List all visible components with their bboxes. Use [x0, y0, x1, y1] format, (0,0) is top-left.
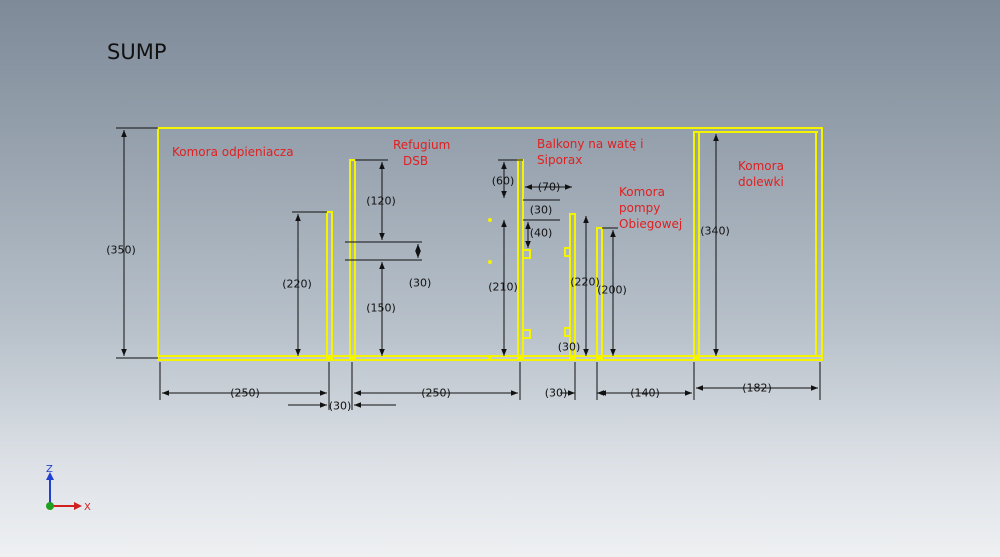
dim-wall-220-right: (220): [570, 275, 600, 289]
label-dolewki-line2: dolewki: [738, 175, 784, 189]
marker-dot: [488, 355, 492, 359]
wall-pompy: [596, 227, 603, 359]
wall-balkony: [517, 159, 524, 359]
wall-pompy-steps: [564, 247, 570, 337]
dim-width-250-mid: (250): [421, 386, 451, 400]
label-pompy-line2: pompy: [619, 201, 661, 215]
wall-pompy-inner: [569, 213, 576, 359]
marker-dot: [488, 260, 492, 264]
dim-balkony-40: (40): [529, 226, 553, 240]
dim-refugium-upper: (120): [366, 194, 396, 208]
marker-dots: [488, 218, 492, 359]
dim-balkony-top: (60): [491, 174, 515, 188]
z-axis-arrow: [46, 472, 54, 480]
dim-dolewki-340: (340): [700, 224, 730, 238]
dim-refugium-gap: (30): [408, 276, 432, 290]
dim-width-140: (140): [630, 386, 660, 400]
wall-dolewki: [693, 131, 700, 359]
x-axis-label: X: [84, 502, 91, 513]
label-balkony-line1: Balkony na watę i: [537, 137, 644, 151]
tank-outer-wall: [157, 127, 823, 361]
label-balkony: Balkony na watę i Siporax: [537, 136, 643, 168]
label-refugium-line2: DSB: [403, 154, 429, 168]
dim-bottom-30-small: (30): [557, 340, 581, 354]
label-pompy-line3: Obiegowej: [619, 217, 683, 231]
dim-width-30-a: (30): [328, 399, 352, 413]
label-refugium-line1: Refugium: [393, 138, 451, 152]
dim-wall-220-left: (220): [282, 277, 312, 291]
dim-wall-200: (200): [597, 283, 627, 297]
dim-width-30-b: (30): [544, 386, 568, 400]
label-komora-dolewki: Komora dolewki: [738, 158, 784, 190]
label-pompy-line1: Komora: [619, 185, 665, 199]
drawing-title: SUMP: [107, 40, 167, 64]
z-axis-label: Z: [46, 464, 53, 475]
dim-balkony-30: (30): [529, 203, 553, 217]
dim-width-182: (182): [742, 381, 772, 395]
label-balkony-line2: Siporax: [537, 153, 583, 167]
dim-width-250-left: (250): [230, 386, 260, 400]
dim-balkony-70: (70): [537, 180, 561, 194]
marker-dot: [488, 218, 492, 222]
wall-refugium: [349, 159, 356, 359]
balkony-steps: [523, 249, 531, 339]
label-dolewki-line1: Komora: [738, 159, 784, 173]
dim-height-total: (350): [106, 243, 136, 257]
dim-refugium-lower: (150): [366, 301, 396, 315]
label-komora-pompy: Komora pompy Obiegowej: [619, 184, 682, 232]
dimension-lines: [116, 127, 821, 410]
label-refugium: Refugium DSB: [393, 137, 450, 169]
axis-origin: [46, 502, 54, 510]
axis-triad: Z X: [46, 464, 91, 513]
wall-odpieniacz: [326, 211, 333, 359]
x-axis-arrow: [74, 502, 82, 510]
tank-outline: [157, 127, 823, 361]
label-komora-odpieniacza: Komora odpieniacza: [172, 145, 294, 159]
dim-wall-210: (210): [488, 280, 518, 294]
